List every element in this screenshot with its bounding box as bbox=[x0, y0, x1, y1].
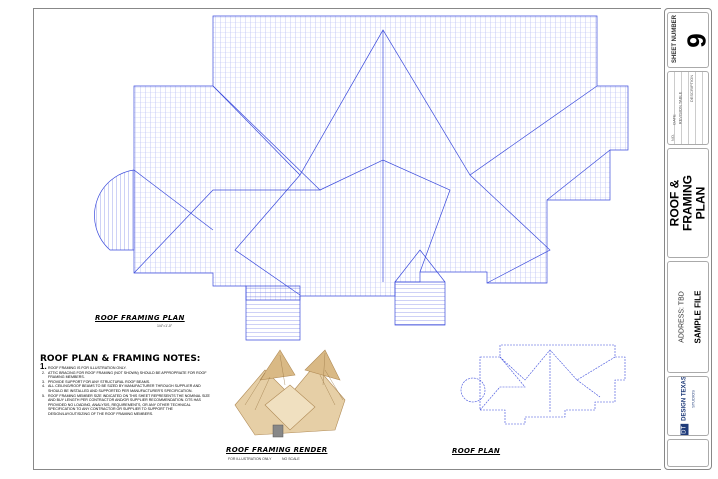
company-sub: STUDIOS bbox=[690, 390, 696, 408]
sheet-number-label: SHEET NUMBER bbox=[672, 15, 678, 64]
roof-section-tower bbox=[245, 285, 301, 341]
notes-list: 1.ROOF FRAMING IS FOR ILLUSTRATION ONLY.… bbox=[40, 362, 215, 417]
render-note-right: NO SCALE bbox=[282, 457, 300, 461]
project-name: SAMPLE FILE bbox=[693, 290, 703, 344]
note-item: 4.ALL CEILING/ROOF BEAMS TO BE SIZED BY … bbox=[42, 384, 201, 393]
roof-framing-plan-label: ROOF FRAMING PLAN bbox=[95, 314, 185, 322]
company-logo: DT DESIGN TEXAS STUDIOS bbox=[673, 376, 696, 435]
note-text: PROVIDE SUPPORT FOR ANY STRUCTURAL ROOF … bbox=[48, 379, 151, 384]
roof-framing-plan-scale: 1/4"=1'-0" bbox=[157, 324, 173, 328]
note-item: 5.ROOF FRAMING MEMBER SIZE INDICATED ON … bbox=[42, 393, 210, 416]
render-note-left: FOR ILLUSTRATION ONLY bbox=[228, 457, 272, 461]
note-text: ATTIC BRACING FOR ROOF FRAMING (NOT SHOW… bbox=[48, 370, 207, 380]
company-abbr: DT bbox=[680, 423, 689, 435]
note-text: ALL CEILING/ROOF BEAMS TO BE SIZED BY MA… bbox=[48, 384, 201, 393]
sheet-title-cell: ROOF & FRAMING PLAN bbox=[667, 148, 709, 258]
roof-plan-label: ROOF PLAN bbox=[452, 447, 501, 455]
roof-plan-drawing bbox=[460, 344, 626, 425]
note-item: 3.PROVIDE SUPPORT FOR ANY STRUCTURAL ROO… bbox=[42, 379, 151, 384]
sheet-title: ROOF & FRAMING PLAN bbox=[667, 175, 708, 231]
note-item: 2.ATTIC BRACING FOR ROOF FRAMING (NOT SH… bbox=[42, 370, 207, 380]
roof-framing-render-label: ROOF FRAMING RENDER bbox=[226, 446, 328, 454]
revision-table-label: REVISION TABLE bbox=[677, 91, 683, 125]
revision-col-no: NO. bbox=[670, 133, 676, 142]
note-item: 1.ROOF FRAMING IS FOR ILLUSTRATION ONLY. bbox=[40, 362, 127, 371]
sheet-number: 9 bbox=[681, 33, 709, 48]
drawing-info-cell bbox=[667, 439, 709, 467]
drawing-sheet-border bbox=[33, 8, 661, 470]
title-block: SHEET NUMBER 9 REVISION TABLE NO. DATE D… bbox=[664, 8, 712, 470]
roof-section-turret bbox=[94, 169, 135, 251]
roof-section-porch bbox=[394, 281, 446, 326]
roof-section-main bbox=[133, 15, 629, 301]
project-info-cell: ADDRESS: TBD SAMPLE FILE bbox=[667, 261, 709, 373]
notes-heading: ROOF PLAN & FRAMING NOTES: bbox=[40, 354, 201, 364]
revision-table: REVISION TABLE NO. DATE DESCRIPTION bbox=[667, 71, 709, 145]
revision-col-description: DESCRIPTION bbox=[689, 74, 695, 103]
note-text: ROOF FRAMING MEMBER SIZE INDICATED ON TH… bbox=[48, 393, 210, 416]
roof-framing-render-image bbox=[234, 349, 346, 438]
project-address: ADDRESS: TBD bbox=[678, 291, 686, 343]
company-logo-cell: DT DESIGN TEXAS STUDIOS bbox=[667, 376, 709, 436]
sheet-number-cell: SHEET NUMBER 9 bbox=[667, 12, 709, 68]
revision-col-date: DATE bbox=[671, 114, 677, 125]
note-text: ROOF FRAMING IS FOR ILLUSTRATION ONLY. bbox=[48, 366, 127, 370]
company-name: DESIGN TEXAS bbox=[681, 376, 688, 421]
